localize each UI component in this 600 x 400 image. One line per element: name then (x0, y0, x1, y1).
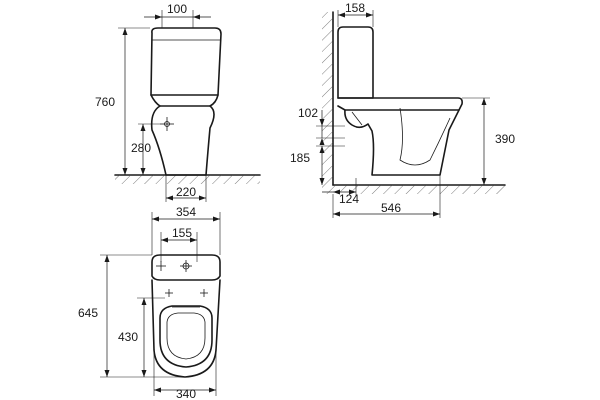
dim-text-760: 760 (95, 95, 115, 109)
dim-text-546: 546 (381, 201, 401, 215)
dim-text-155: 155 (172, 226, 192, 240)
side-tank-outline (337, 26, 374, 99)
front-view: 100 760 280 220 (95, 2, 261, 202)
top-flush-button-right (180, 260, 192, 272)
dim-side-total-depth: 546 (332, 175, 441, 218)
side-floor-hatch (322, 185, 505, 194)
side-bowl-body (344, 109, 460, 176)
dim-side-outlet-offset: 124 (322, 178, 359, 206)
dim-text-645: 645 (78, 306, 98, 320)
side-view: 158 102 185 390 (290, 1, 515, 218)
dim-text-390: 390 (495, 132, 515, 146)
dim-text-100: 100 (167, 2, 187, 16)
front-pedestal-outline (150, 105, 215, 176)
top-seat-ring (159, 305, 213, 368)
dim-text-430: 430 (118, 330, 138, 344)
front-junction (150, 94, 219, 107)
dim-text-124: 124 (339, 192, 359, 206)
dim-text-102: 102 (298, 106, 318, 120)
dim-side-tank-width: 158 (337, 1, 374, 27)
dim-top-inlet-spacing: 155 (160, 226, 198, 262)
top-flush-button-left (156, 261, 166, 271)
top-mount-hole-left (165, 289, 173, 297)
side-trap-line (399, 107, 451, 166)
dim-text-280: 280 (131, 141, 151, 155)
dim-front-total-height: 760 (95, 27, 150, 175)
top-tank-outline (151, 254, 221, 281)
front-floor-hatch (115, 175, 260, 184)
dim-text-354: 354 (176, 205, 196, 219)
dim-top-width: 354 (151, 205, 221, 255)
top-mount-hole-right (200, 289, 208, 297)
dim-front-tank-depth: 100 (144, 2, 211, 28)
dim-text-220: 220 (176, 185, 196, 199)
dim-side-outlet-lower: 185 (290, 145, 345, 185)
front-inlet-symbol (160, 117, 174, 131)
dim-front-base-width: 220 (165, 175, 207, 202)
side-wall-hatch (322, 12, 333, 185)
dim-side-outlet-upper: 102 (298, 106, 345, 145)
dim-side-seat-height: 390 (462, 97, 515, 185)
dim-top-total-length: 645 (78, 254, 185, 378)
dim-top-bowl-width: 340 (153, 350, 217, 400)
side-bowl-rim (337, 97, 463, 111)
top-seat-inner (166, 312, 206, 360)
dim-text-340: 340 (176, 387, 196, 400)
top-view: 354 155 645 430 (78, 205, 221, 400)
dim-front-inlet-height: 280 (131, 123, 160, 175)
dim-top-bowl-length: 430 (118, 297, 165, 377)
side-outlet-line (351, 111, 363, 126)
front-tank-outline (150, 27, 222, 96)
dim-text-158: 158 (345, 1, 365, 15)
top-bowl-outline (151, 279, 221, 378)
dim-text-185: 185 (290, 151, 310, 165)
